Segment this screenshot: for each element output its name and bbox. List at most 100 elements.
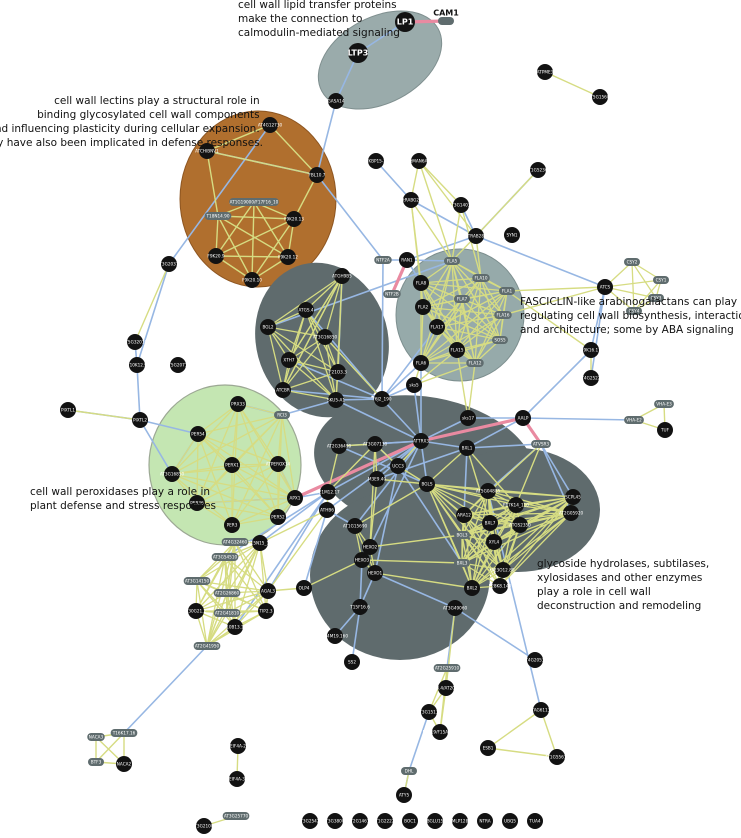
node-per36[interactable]: PER36 [189, 495, 205, 511]
node-at2g26860[interactable]: AT2G26860 [213, 589, 241, 597]
node-t30g21-2[interactable]: T30G21.2 [185, 603, 207, 619]
node-fbl10-7[interactable]: FBL10.7 [309, 167, 326, 183]
node-at1g55610[interactable]: AT1G55610 [545, 749, 570, 765]
node-f6j2-190[interactable]: F6J2_190 [372, 391, 392, 407]
node-fla1[interactable]: FLA1 [499, 287, 515, 295]
node-s8[interactable]: NTRA [477, 813, 493, 829]
node-fla5[interactable]: FLA5 [444, 257, 460, 265]
node-f15a23-4[interactable]: F15A23.4/AT2G15230 [423, 680, 469, 696]
node-t10k12-9[interactable]: T10K12.9 [126, 357, 147, 373]
node-prx33[interactable]: PRX33 [230, 396, 246, 412]
node-bxl1[interactable]: BXL1 [459, 440, 475, 456]
node-s7[interactable]: MLP128 [452, 813, 469, 829]
node-apx1[interactable]: APX1 [287, 490, 303, 506]
node-fla12[interactable]: FLA12 [466, 359, 484, 367]
node-atrab28b[interactable]: ATRAB28B [465, 228, 487, 244]
node-lp1[interactable]: LP1 [395, 12, 415, 32]
node-s1[interactable]: AT3G25420 [298, 813, 323, 829]
node-s5[interactable]: BOC1 [402, 813, 418, 829]
node-at4g12730[interactable]: AT4G12730 [258, 117, 283, 133]
node-atgs-4[interactable]: ATGS.4 [298, 302, 314, 318]
node-bgl2[interactable]: BGL2 [260, 319, 276, 335]
node-tip2-3[interactable]: TIP2.3 [258, 603, 274, 619]
node-bxl2[interactable]: BXL2 [464, 580, 480, 596]
node-rci3[interactable]: RCI3 [274, 411, 290, 419]
node-f28k8-140[interactable]: F28K8.140 [489, 578, 512, 594]
node-atchibnv1[interactable]: ATCHIBNV1 [195, 143, 219, 159]
node-t18n14-90[interactable]: T18N14.90 [204, 212, 232, 220]
node-f23o12-80[interactable]: F23O12.80 [491, 562, 515, 578]
node-dhl[interactable]: DHL [401, 767, 417, 775]
node-at3g16850b[interactable]: AT3G16850 [160, 466, 185, 482]
node-at3g20370[interactable]: AT3G20370 [157, 256, 182, 272]
node-s4[interactable]: AT1G22220 [373, 813, 398, 829]
node-f1n19[interactable]: F1N19/F15A23.8 [423, 724, 458, 740]
node-tuf[interactable]: TUF [657, 422, 673, 438]
node-atgs2350[interactable]: ATGS2350 [509, 517, 531, 533]
node-at5g04885[interactable]: AT5G04885 [476, 483, 501, 499]
node-ara12[interactable]: ARA12 [456, 507, 472, 523]
node-per3[interactable]: PER3 [224, 517, 240, 533]
node-at2g05920[interactable]: AT2G05920 [559, 505, 584, 521]
node-at3g21000[interactable]: AT3G21000 [192, 818, 217, 834]
node-sku5-a1[interactable]: SKU5-A1 [327, 392, 345, 408]
node-ntf2a[interactable]: NTF2A [374, 256, 392, 264]
node-esb1[interactable]: ESB1 [480, 740, 496, 756]
node-syn1[interactable]: SYN1 [504, 227, 520, 243]
node-gasa14[interactable]: GASA14 [327, 93, 345, 109]
node-fla2[interactable]: FLA2 [415, 299, 431, 315]
node-f17k14-110[interactable]: F17K14_110 [503, 497, 529, 513]
node-at4g32460[interactable]: AT4G32460 [221, 538, 249, 546]
node-vha-e2[interactable]: VHA-E2 [624, 416, 644, 424]
node-csy2[interactable]: CSY2 [624, 258, 640, 266]
node-aty5[interactable]: ATY5 [396, 787, 412, 803]
node-at1g52360[interactable]: AT1G52360 [526, 162, 551, 178]
node-btf3[interactable]: BTF3 [88, 758, 104, 766]
node-f9k20-10[interactable]: F9K20.10 [242, 272, 262, 288]
node-at3g14030[interactable]: AT3G14030 [449, 197, 474, 213]
node-athb6[interactable]: ATHB6 [319, 502, 335, 518]
node-xth7[interactable]: XTH7 [281, 352, 297, 368]
node-hexo1[interactable]: HEXO1 [367, 565, 383, 581]
node-csy4[interactable]: CSY4 [626, 307, 642, 315]
node-at4g25220[interactable]: AT4G25220 [579, 370, 604, 386]
node-s2[interactable]: AT3G38000 [323, 813, 348, 829]
node-hexo2[interactable]: HEXO2 [362, 539, 378, 555]
node-atman6a4[interactable]: AtMAN6A4 [408, 153, 431, 169]
node-f21m12-17[interactable]: F21M12.17 [316, 484, 340, 500]
node-atgh9b5[interactable]: ATGH9B5 [332, 268, 352, 284]
node-f9k20-13[interactable]: F9K20.13 [284, 211, 304, 227]
node-atrabg2e[interactable]: AtRABG2E [400, 192, 422, 208]
node-at4g20530[interactable]: AT4G20530 [523, 652, 548, 668]
node-ran1[interactable]: RAN1 [399, 252, 415, 268]
node-per52[interactable]: PER52 [270, 509, 286, 525]
node-at5g20710[interactable]: AT5G20710 [166, 357, 191, 373]
node-atperox34[interactable]: ATPEROX34 [266, 456, 291, 472]
node-f9k20-9[interactable]: F9K20.9 [207, 248, 225, 264]
node-fla10[interactable]: FLA10 [472, 274, 490, 282]
node-at1g19000[interactable]: AT1G19000/F17F16_10 [229, 198, 279, 206]
node-at1g15690[interactable]: AT1G15690 [343, 518, 368, 534]
node-at3g07130[interactable]: AT3G07130 [363, 436, 388, 452]
node-s3[interactable]: AT2G14610 [348, 813, 373, 829]
node-fla7[interactable]: FLA7 [454, 295, 470, 303]
node-fkbp15-2[interactable]: FKBP15-2 [366, 153, 386, 169]
node-sks5[interactable]: sks5 [406, 377, 422, 393]
node-sos5[interactable]: SOS5 [492, 336, 508, 344]
node-at5g32010[interactable]: AT5G32010 [123, 334, 148, 350]
node-fla6[interactable]: FLA6 [413, 355, 429, 371]
node-at3g14150[interactable]: AT3G14150 [183, 577, 211, 585]
node-at3g25770[interactable]: AT3G25770 [222, 812, 250, 820]
node-perx1[interactable]: PERX1 [224, 457, 240, 473]
node-hexo3[interactable]: HEXO3 [354, 552, 370, 568]
node-at2g41950[interactable]: AT2G41950 [193, 642, 221, 650]
node-attrx3[interactable]: ATTRX3 [413, 433, 429, 449]
node-vha-e3[interactable]: VHA-E3 [654, 400, 674, 408]
node-fla15[interactable]: FLA15 [449, 342, 465, 358]
node-csy1[interactable]: CSY1 [653, 276, 669, 284]
node-s10[interactable]: TUA4 [527, 813, 543, 829]
node-bxl3[interactable]: BXL3 [454, 559, 470, 567]
node-aalp[interactable]: AALP [515, 410, 531, 426]
node-bxl7[interactable]: BXL7 [482, 515, 498, 531]
node-at2g25910[interactable]: AT2G25910 [433, 664, 461, 672]
